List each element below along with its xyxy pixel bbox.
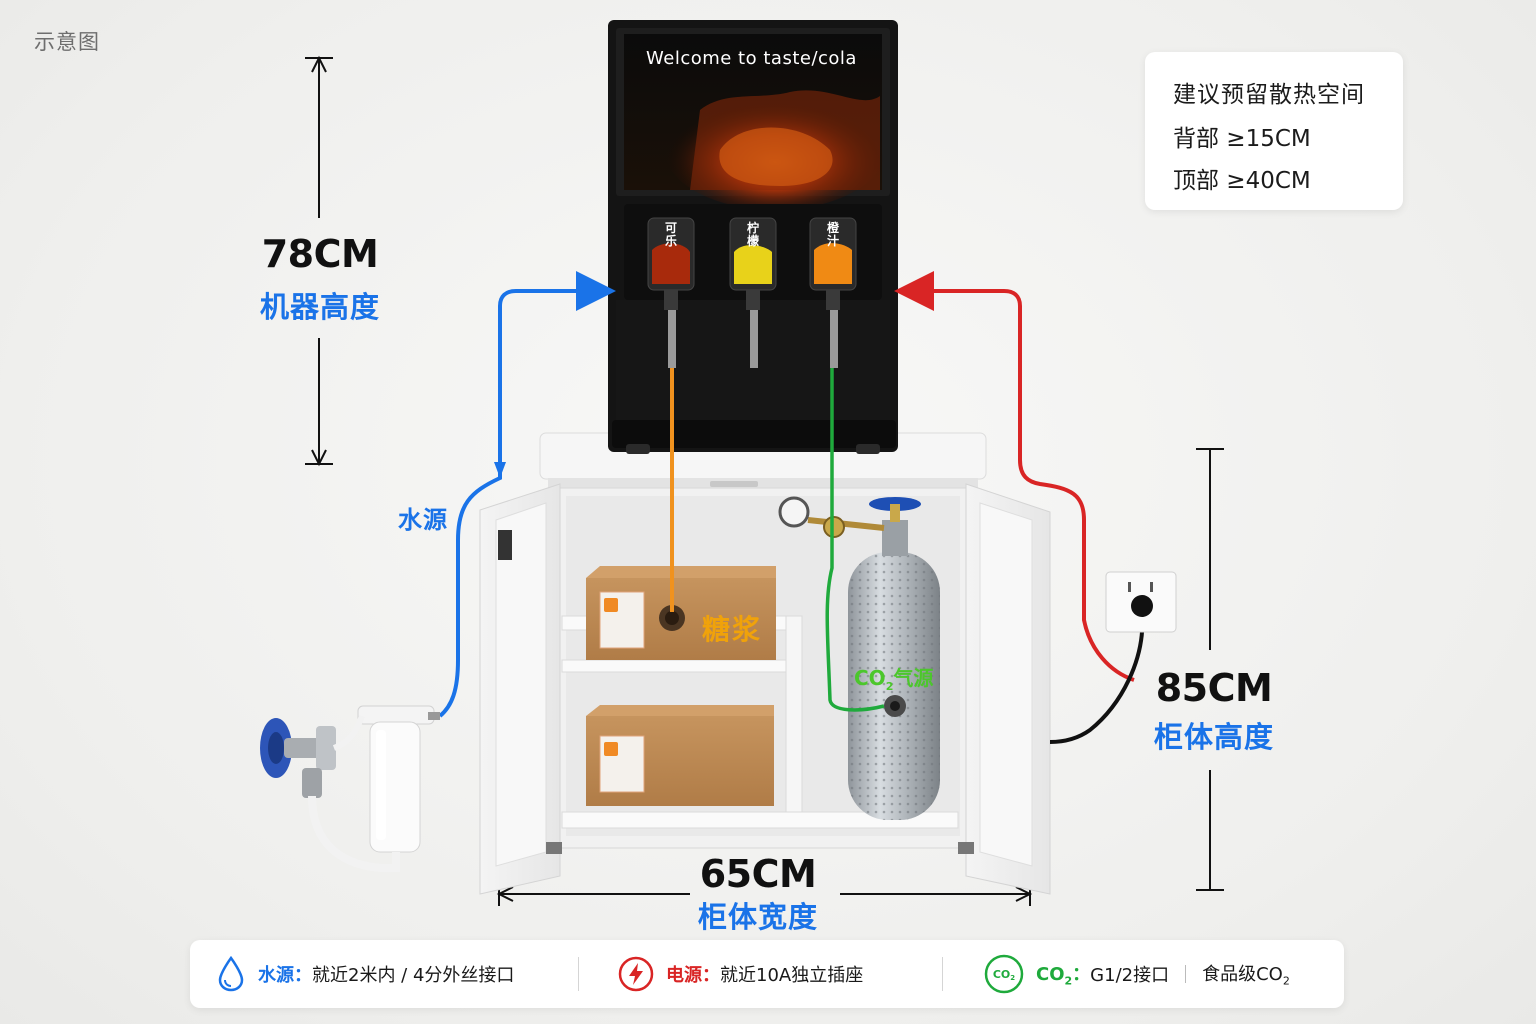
co2-line [825,368,885,712]
legend-water-text: 就近2米内 / 4分外丝接口 [312,965,515,986]
legend-co2-key: CO2： [1036,964,1091,988]
screen-welcome-text: Welcome to taste/cola [646,48,857,69]
machine-height-dimension-line [305,55,333,467]
nozzle-orange [809,217,857,368]
syrup-box-upper [586,566,776,660]
water-line [438,271,616,718]
legend-power-text: 就近10A独立插座 [720,965,864,986]
angle-valve [260,718,336,798]
clearance-note-card: 建议预留散热空间 背部 ≥15CM 顶部 ≥40CM [1145,52,1403,210]
legend-co2: CO2 CO2： G1/2接口 食品级CO2 [984,940,1290,1008]
cabinet-height-value: 85CM [1155,666,1273,710]
legend-inline-divider [1185,965,1187,983]
nozzle-label-cola: 可乐 [664,221,677,248]
co2-source-label: CO2气源 [854,666,934,693]
legend-power-key: 电源： [666,965,720,986]
cabinet-height-caption: 柜体高度 [1153,720,1274,754]
requirements-legend: 水源： 就近2米内 / 4分外丝接口 电源： 就近10A独立插座 CO2 CO2… [190,940,1344,1008]
legend-co2-text: G1/2接口 [1090,965,1170,986]
cabinet-height-dimension-line [1196,448,1224,891]
syrup-box-lower [586,705,774,806]
legend-divider [942,957,943,991]
nozzle-lemon [729,217,777,368]
legend-water: 水源： 就近2米内 / 4分外丝接口 [216,940,514,1008]
clearance-back: 背部 ≥15CM [1173,126,1311,152]
wall-socket [1105,571,1177,633]
diagram-label: 示意图 [34,30,100,54]
nozzle-label-lemon: 柠檬 [746,221,759,248]
water-source-label: 水源 [398,506,448,534]
cabinet-width-caption: 柜体宽度 [697,900,818,934]
water-arrow-down [494,462,506,478]
filter-inlet-hose [308,795,400,873]
lightning-icon [618,956,654,992]
legend-water-key: 水源： [258,965,312,986]
co2-tank [778,496,940,820]
legend-power: 电源： 就近10A独立插座 [618,940,863,1008]
water-drop-icon [216,955,246,993]
cabinet-width-value: 65CM [699,852,817,896]
nozzle-cola [647,217,695,368]
machine-height-value: 78CM [261,232,379,276]
syrup-label: 糖浆 [702,613,763,646]
filter-link-hose [332,714,365,751]
co2-icon-text: CO2 [993,968,1015,982]
clearance-top: 顶部 ≥40CM [1173,168,1311,194]
cabinet [479,432,1051,895]
legend-co2-extra: 食品级CO2 [1202,964,1290,988]
clearance-title: 建议预留散热空间 [1173,82,1365,108]
power-cord [1049,611,1145,744]
co2-icon: CO2 [984,954,1024,994]
nozzle-label-orange: 橙汁 [826,221,839,248]
legend-divider [578,957,579,991]
water-filter [357,705,440,853]
power-line [894,271,1135,682]
machine-height-caption: 机器高度 [259,290,380,324]
